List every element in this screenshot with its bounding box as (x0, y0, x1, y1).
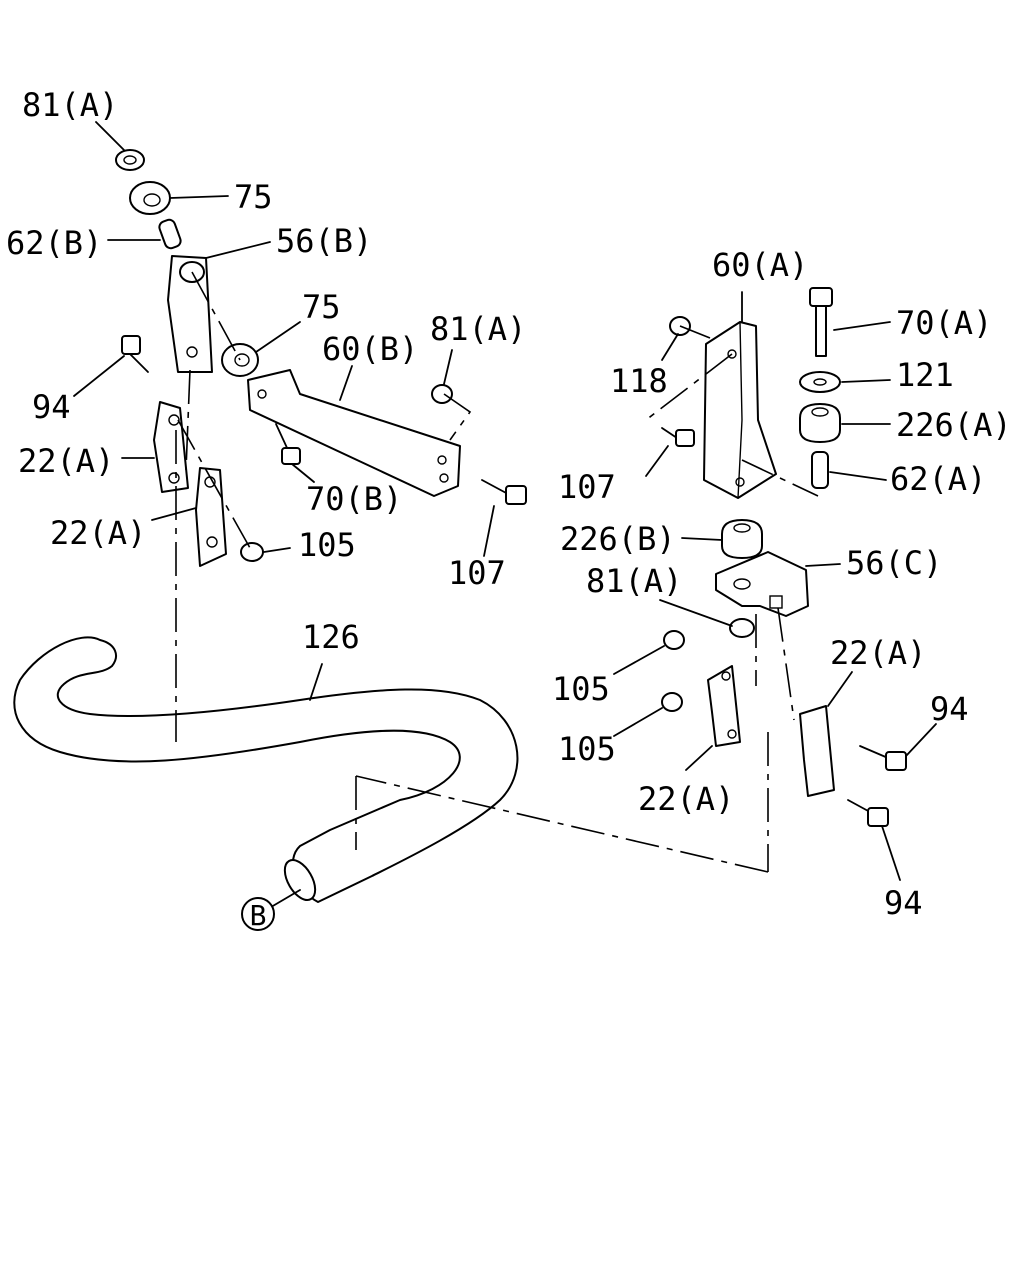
mount-rubber-226a (799, 403, 841, 443)
leader-lines (73, 121, 937, 911)
bolt-70a (809, 287, 833, 357)
bracket-60a (703, 321, 777, 499)
label-81a-right: 81(A) (586, 562, 682, 600)
nut-81a-top (115, 149, 145, 171)
label-62b: 62(B) (6, 224, 102, 262)
label-94-right-2: 94 (884, 884, 923, 922)
bolt-70b (275, 423, 301, 465)
clamp-22a-left-1 (153, 401, 189, 493)
nut-105-left (240, 542, 264, 562)
label-107-left: 107 (448, 554, 506, 592)
bolt-107-right (661, 427, 695, 447)
label-60a: 60(A) (712, 246, 808, 284)
label-70a: 70(A) (896, 304, 992, 342)
label-62a: 62(A) (890, 460, 986, 498)
collar-62b (158, 218, 182, 250)
label-81a-top: 81(A) (22, 86, 118, 124)
mount-rubber-226b (721, 519, 763, 559)
clamp-22a-right-2 (707, 665, 741, 747)
nut-81a-mid (431, 384, 453, 404)
label-105-left: 105 (298, 526, 356, 564)
label-105-right-2: 105 (558, 730, 616, 768)
reference-marker-b: B (241, 897, 275, 932)
label-56b: 56(B) (276, 222, 372, 260)
label-22a-right-1: 22(A) (830, 634, 926, 672)
label-60b: 60(B) (322, 330, 418, 368)
nut-105-right-2 (661, 692, 683, 712)
label-126: 126 (302, 618, 360, 656)
label-22a-left-2: 22(A) (50, 514, 146, 552)
washer-121 (799, 371, 841, 393)
bolt-94-right-1 (859, 745, 907, 771)
label-226a: 226(A) (896, 406, 1012, 444)
label-121: 121 (896, 356, 954, 394)
label-118: 118 (610, 362, 668, 400)
label-107-right: 107 (558, 468, 616, 506)
bolt-107-left (481, 479, 527, 505)
label-94-left: 94 (32, 388, 71, 426)
label-226b: 226(B) (560, 520, 676, 558)
collar-62a (811, 451, 829, 489)
nut-105-right-1 (663, 630, 685, 650)
bolt-94-left (121, 335, 149, 373)
bracket-56b (167, 255, 213, 373)
label-75-mid: 75 (302, 288, 341, 326)
label-75-top: 75 (234, 178, 273, 216)
clamp-22a-left-2 (195, 467, 227, 567)
label-105-right-1: 105 (552, 670, 610, 708)
exhaust-pipe-126 (13, 636, 519, 903)
nut-81a-right (729, 618, 755, 638)
bracket-56c (715, 551, 809, 617)
label-22a-right-2: 22(A) (638, 780, 734, 818)
label-22a-left-1: 22(A) (18, 442, 114, 480)
label-81a-mid: 81(A) (430, 310, 526, 348)
assembly-center-lines (175, 271, 819, 873)
callout-labels: 81(A) 75 62(B) 56(B) 75 94 22(A) 22(A) 6… (6, 86, 1012, 932)
label-b: B (250, 899, 267, 932)
label-70b: 70(B) (306, 480, 402, 518)
bracket-60b (247, 369, 461, 497)
clamp-22a-right-1 (799, 705, 835, 797)
label-56c: 56(C) (846, 544, 942, 582)
label-94-right-1: 94 (930, 690, 969, 728)
bolt-94-right-2 (847, 799, 889, 827)
rubber-bushing-75-top (129, 181, 171, 215)
